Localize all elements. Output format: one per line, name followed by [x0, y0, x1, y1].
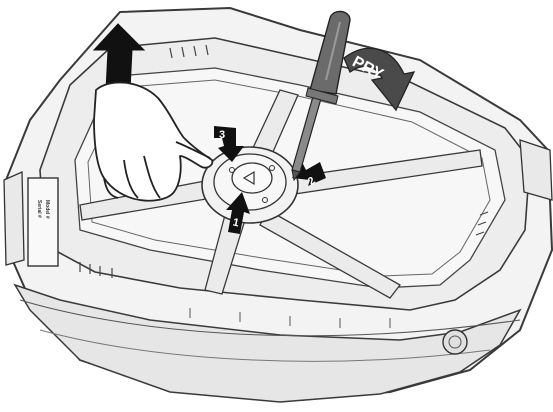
- side-panel-text-a: Model #: [44, 200, 50, 219]
- hub-cap: [232, 163, 272, 193]
- right-latch: [520, 140, 552, 200]
- step-3-label: 3: [219, 129, 225, 141]
- left-latch: [4, 172, 24, 265]
- side-label-panel: [28, 178, 58, 266]
- center-hub: [202, 147, 298, 223]
- corner-screw: [443, 330, 467, 354]
- side-panel-text-b: Serial #: [36, 200, 42, 218]
